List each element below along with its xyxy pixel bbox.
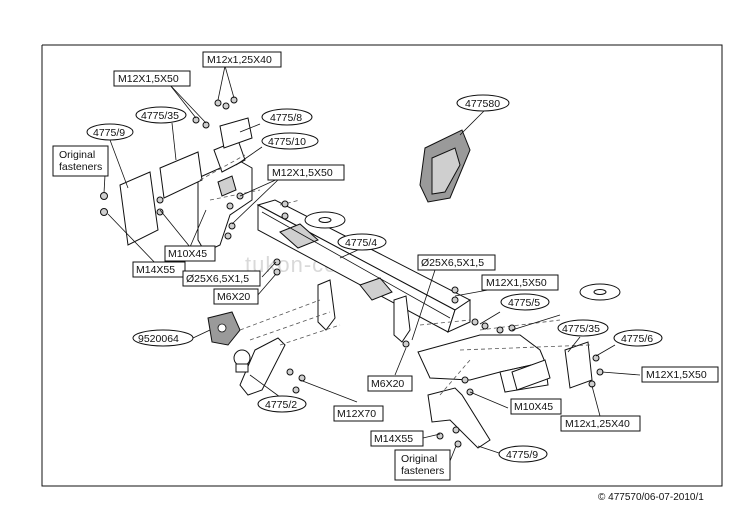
callout-o25-right: Ø25X6,5X1,5 [417,254,496,271]
callout-4775-8: 4775/8 [261,108,313,126]
assembly-lines [199,154,591,396]
callout-4775-6: 4775/6 [613,329,663,347]
callout-m12x15x50-top: M12X1,5X50 [113,70,191,87]
svg-text:4775/8: 4775/8 [270,112,302,124]
callout-m14x55-right: M14X55 [370,430,424,447]
svg-text:4775/35: 4775/35 [141,110,179,122]
callout-477580: 477580 [456,94,510,112]
callout-4775-10: 4775/10 [261,132,319,150]
callout-m12x15x50-right: M12X1,5X50 [481,274,559,291]
svg-text:Ø25X6,5X1,5: Ø25X6,5X1,5 [186,273,249,285]
svg-text:4775/10: 4775/10 [268,136,306,148]
callout-m6x20-right: M6X20 [367,375,413,392]
svg-text:M10X45: M10X45 [168,248,207,260]
callout-m10x45-left: M10X45 [164,245,216,262]
callout-4775-35-right: 4775/35 [557,319,609,337]
callout-4775-9-left: 4775/9 [86,123,134,141]
svg-text:4775/6: 4775/6 [621,333,653,345]
callout-9520064: 9520064 [132,329,194,347]
towball [233,337,286,396]
callout-m14x55-left: M14X55 [132,261,186,278]
svg-text:Ø25X6,5X1,5: Ø25X6,5X1,5 [421,257,484,269]
svg-text:9520064: 9520064 [138,333,179,345]
crossbar [256,199,471,343]
callout-m12x125x40-bottom: M12x1,25X40 [560,415,641,432]
svg-text:M12x1,25X40: M12x1,25X40 [565,418,630,430]
svg-text:4775/9: 4775/9 [506,449,538,461]
svg-text:M12X1,5X50: M12X1,5X50 [646,369,707,381]
callout-m12x125x40-top: M12x1,25X40 [202,51,282,68]
left-plate-9 [119,171,159,246]
svg-text:4775/2: 4775/2 [265,399,297,411]
svg-text:M14X55: M14X55 [136,264,175,276]
right-plate-35 [511,359,551,391]
svg-text:M14X55: M14X55 [374,433,413,445]
bottom-right-bracket [427,387,491,449]
svg-text:M12X1,5X50: M12X1,5X50 [272,167,333,179]
svg-text:4775/9: 4775/9 [93,127,125,139]
svg-text:M12X70: M12X70 [337,408,376,420]
copyright: © 477570/06-07-2010/1 [598,492,704,503]
left-plate-35 [159,151,203,199]
electric-socket [419,129,471,203]
callout-4775-35-left: 4775/35 [135,106,187,124]
svg-text:M12x1,25X40: M12x1,25X40 [207,54,272,66]
washers [304,211,621,301]
plate-8 [219,117,253,149]
callout-4775-4: 4775/4 [337,233,387,251]
svg-text:4775/4: 4775/4 [345,237,377,249]
callout-m10x45-right: M10X45 [510,398,562,415]
callout-m12x15x50-mid: M12X1,5X50 [267,164,345,181]
drawing-frame [41,44,723,487]
svg-text:477580: 477580 [465,98,500,110]
socket-plate [207,311,241,346]
callout-4775-9-right: 4775/9 [498,445,548,463]
callout-4775-5: 4775/5 [500,293,550,311]
callout-o25-left: Ø25X6,5X1,5 [182,270,261,287]
callout-m12x15x50-far: M12X1,5X50 [641,366,719,383]
svg-text:M12X1,5X50: M12X1,5X50 [486,277,547,289]
svg-text:M10X45: M10X45 [514,401,553,413]
callout-m6x20-left: M6X20 [213,288,259,305]
svg-text:4775/5: 4775/5 [508,297,540,309]
right-plate-6 [564,341,593,389]
leader-lines [103,65,641,462]
svg-text:M6X20: M6X20 [371,378,404,390]
callout-4775-2: 4775/2 [257,395,307,413]
callout-m12x70: M12X70 [333,405,384,422]
svg-text:4775/35: 4775/35 [562,323,600,335]
fasteners [100,96,604,448]
svg-text:M6X20: M6X20 [217,291,250,303]
svg-text:M12X1,5X50: M12X1,5X50 [118,73,179,85]
